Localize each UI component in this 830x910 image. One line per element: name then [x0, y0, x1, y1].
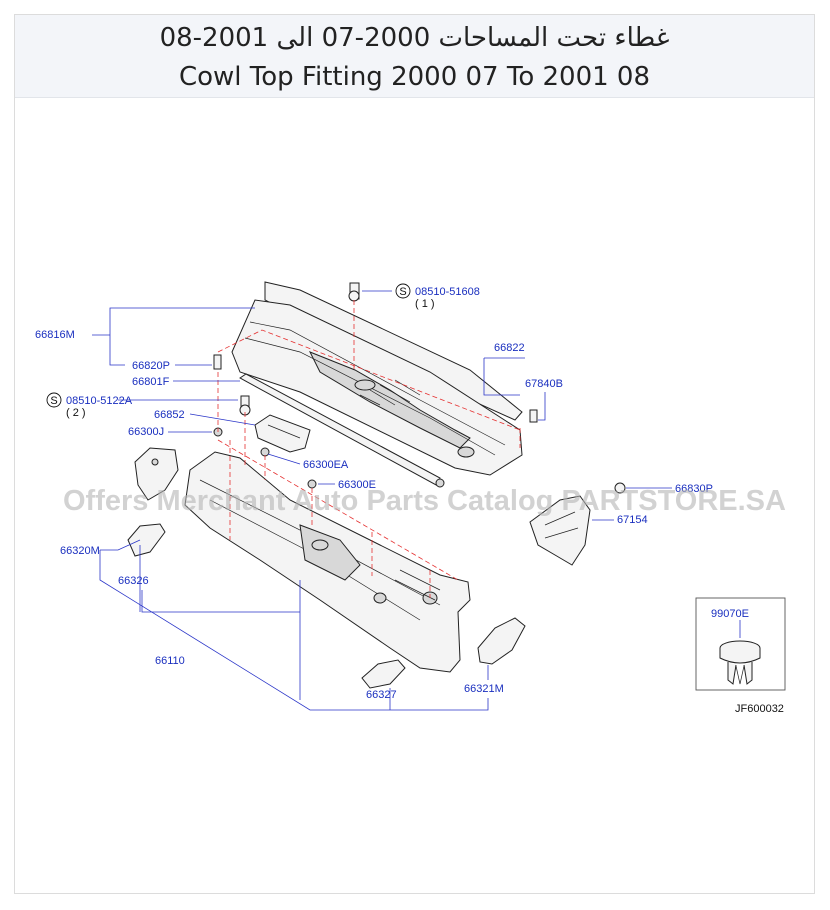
left-bracket-part [134, 447, 179, 501]
title-english: Cowl Top Fitting 2000 07 To 2001 08 [178, 62, 651, 92]
qty-08510-5122A: ( 2 ) [66, 407, 86, 419]
s-symbol-left-label: S [50, 395, 57, 407]
right-bracket-part [477, 617, 526, 665]
leader-lines [92, 290, 672, 711]
callout-66816M[interactable]: 66816M [35, 329, 75, 341]
fastener-parts [213, 282, 626, 494]
watermark-text: Offers Merchant Auto Parts Catalog PARTS… [63, 485, 786, 517]
callout-66320M[interactable]: 66320M [60, 545, 100, 557]
callout-66822[interactable]: 66822 [494, 342, 525, 354]
side-seal-part [529, 495, 591, 566]
callout-66300EA[interactable]: 66300EA [303, 459, 349, 471]
cowl-bracket-part [254, 414, 311, 453]
clip-part [719, 640, 761, 685]
clip-inset-box: 99070E [695, 597, 786, 691]
s-symbol-left: S [46, 392, 62, 408]
callout-66852[interactable]: 66852 [154, 409, 185, 421]
callout-08510-5122A[interactable]: 08510-5122A [66, 395, 133, 407]
callout-66326[interactable]: 66326 [118, 575, 149, 587]
callout-66300J[interactable]: 66300J [128, 426, 164, 438]
s-symbol-upper: S [395, 283, 411, 299]
qty-08510-51608: ( 1 ) [415, 298, 435, 310]
title-header: غطاء تحت المساحات 2000-07 الى 2001-08 Co… [15, 15, 814, 98]
callout-66830P[interactable]: 66830P [675, 483, 713, 495]
alignment-dashes [217, 300, 521, 598]
callout-66110[interactable]: 66110 [155, 655, 185, 667]
s-symbol-upper-label: S [399, 286, 406, 298]
callout-66321M[interactable]: 66321M [464, 683, 504, 695]
cowl-top-cover-part [231, 281, 523, 476]
small-left-bracket-part [127, 523, 166, 557]
lower-bracket-part [361, 659, 406, 689]
callout-67154[interactable]: 67154 [617, 514, 648, 526]
callout-66327[interactable]: 66327 [366, 689, 397, 701]
callout-66300E[interactable]: 66300E [338, 479, 376, 491]
callout-66801F[interactable]: 66801F [132, 376, 170, 388]
title-arabic: غطاء تحت المساحات 2000-07 الى 2001-08 [159, 23, 670, 53]
callout-66820P[interactable]: 66820P [132, 360, 170, 372]
diagram-code: JF600032 [735, 703, 784, 715]
callout-08510-51608[interactable]: 08510-51608 [415, 286, 480, 298]
callout-67840B[interactable]: 67840B [525, 378, 563, 390]
callout-99070E[interactable]: 99070E [711, 608, 749, 620]
weatherstrip-part [239, 373, 445, 488]
